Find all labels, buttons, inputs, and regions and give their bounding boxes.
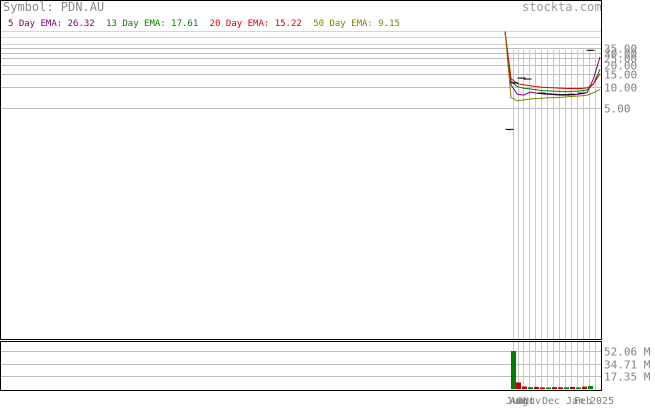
legend-ema-13: 13 Day EMA: 17.61 <box>106 19 199 29</box>
price-tick-label: 5.00 <box>604 103 631 116</box>
ema-line-50-day-ema <box>504 31 601 102</box>
volume-bar <box>558 387 563 389</box>
volume-bar <box>576 387 581 389</box>
price-tick-label: 10.00 <box>604 82 637 95</box>
volume-panel-frame <box>0 341 602 391</box>
legend-ema-50: 50 Day EMA: 9.15 <box>313 19 400 29</box>
price-tick-label: 35.00 <box>604 43 637 56</box>
price-bar <box>510 82 519 84</box>
volume-bars <box>511 351 593 389</box>
price-bar <box>586 49 595 51</box>
volume-bar <box>522 386 527 389</box>
price-bar <box>517 77 526 79</box>
volume-bar <box>540 387 545 389</box>
x-tick-label: Oct <box>517 396 535 406</box>
x-tick-label: Aug <box>510 396 528 406</box>
price-panel-frame <box>0 0 602 340</box>
x-tick-label: Feb <box>574 396 592 406</box>
ema-line-13-day-ema <box>504 31 601 93</box>
symbol-label: Symbol: PDN.AU <box>3 0 105 14</box>
volume-bar <box>546 387 551 389</box>
volume-bar <box>588 386 593 389</box>
price-bar <box>577 92 586 94</box>
price-grid <box>1 31 601 109</box>
volume-bar <box>511 351 516 389</box>
volume-tick-labels: 52.06 M34.71 M17.35 M <box>604 346 651 384</box>
volume-tick-label: 52.06 M <box>604 346 651 359</box>
price-tick-label: 20.00 <box>604 60 637 73</box>
x-tick-label: 2025 <box>590 396 614 406</box>
volume-tick-label: 17.35 M <box>604 371 651 384</box>
price-tick-label: 30.00 <box>604 48 637 61</box>
x-tick-label: Nov <box>523 396 541 406</box>
volume-tick-label: 34.71 M <box>604 359 651 372</box>
ema-line-5-day-ema <box>504 31 601 96</box>
price-bar <box>537 92 546 94</box>
price-bar <box>505 128 514 131</box>
legend-ema-20: 20 Day EMA: 15.22 <box>209 19 302 29</box>
volume-bar <box>516 382 521 389</box>
volume-bar <box>534 386 539 389</box>
price-tick-label: 25.00 <box>604 53 637 66</box>
legend-ema-5: 5 Day EMA: 26.32 <box>8 19 95 29</box>
volume-grid <box>1 351 601 377</box>
volume-bar <box>528 387 533 389</box>
ema-line-20-day-ema <box>504 31 601 89</box>
x-tick-label: Dec <box>542 396 560 406</box>
watermark: stockta.com <box>522 0 602 14</box>
ema-lines <box>504 31 601 102</box>
price-bars <box>505 49 595 131</box>
price-bar <box>567 93 576 95</box>
ema-legend: 5 Day EMA: 26.32 13 Day EMA: 17.61 20 Da… <box>8 19 406 29</box>
price-tick-label: 15.00 <box>604 69 637 82</box>
x-tick-label: Jan <box>566 396 584 406</box>
volume-bar <box>570 386 575 389</box>
volume-bar <box>564 387 569 389</box>
volume-bar <box>582 386 587 389</box>
price-bar <box>523 78 532 80</box>
volume-bar <box>552 387 557 389</box>
x-tick-label: Jun <box>506 396 524 406</box>
